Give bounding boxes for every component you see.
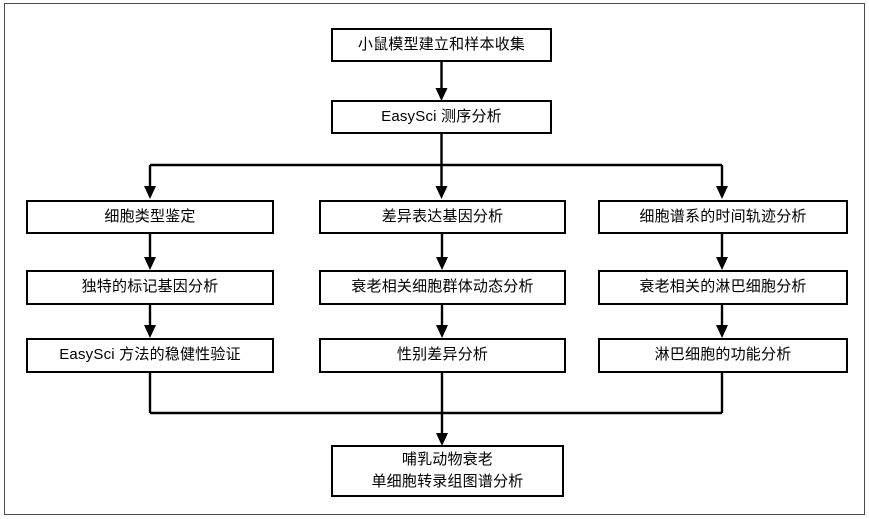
connector-right-2-to-3 xyxy=(716,305,728,338)
connector-mid-1-to-2 xyxy=(436,233,448,270)
connector-left-2-to-3 xyxy=(144,305,156,338)
connector-start-to-sequencing xyxy=(435,62,448,101)
node-lymphocyte-function-analysis[interactable]: 淋巴细胞的功能分析 xyxy=(598,338,848,373)
connector-left-1-to-2 xyxy=(144,233,156,270)
node-end-summary[interactable]: 哺乳动物衰老 单细胞转录组图谱分析 xyxy=(331,445,564,497)
page-border xyxy=(4,3,865,515)
node-sex-difference-analysis[interactable]: 性别差异分析 xyxy=(319,338,566,373)
node-cell-type-identification[interactable]: 细胞类型鉴定 xyxy=(26,200,274,234)
node-aging-related-cell-population-dynamics[interactable]: 衰老相关细胞群体动态分析 xyxy=(319,270,566,305)
connector-sequencing-to-branch xyxy=(435,133,448,199)
connector-merge-bar xyxy=(148,373,724,446)
node-differential-gene-expression-analysis[interactable]: 差异表达基因分析 xyxy=(319,200,566,234)
node-easysci-robustness-validation[interactable]: EasySci 方法的稳健性验证 xyxy=(26,338,274,373)
connector-right-1-to-2 xyxy=(716,233,728,270)
connector-branch-bar xyxy=(144,163,728,199)
connector-mid-2-to-3 xyxy=(436,305,448,338)
node-unique-marker-gene-analysis[interactable]: 独特的标记基因分析 xyxy=(26,270,274,305)
node-aging-related-lymphocyte-analysis[interactable]: 衰老相关的淋巴细胞分析 xyxy=(598,270,848,305)
node-cell-lineage-temporal-trajectory-analysis[interactable]: 细胞谱系的时间轨迹分析 xyxy=(598,200,848,234)
node-start[interactable]: 小鼠模型建立和样本收集 xyxy=(331,28,552,62)
node-sequencing[interactable]: EasySci 测序分析 xyxy=(331,100,552,134)
